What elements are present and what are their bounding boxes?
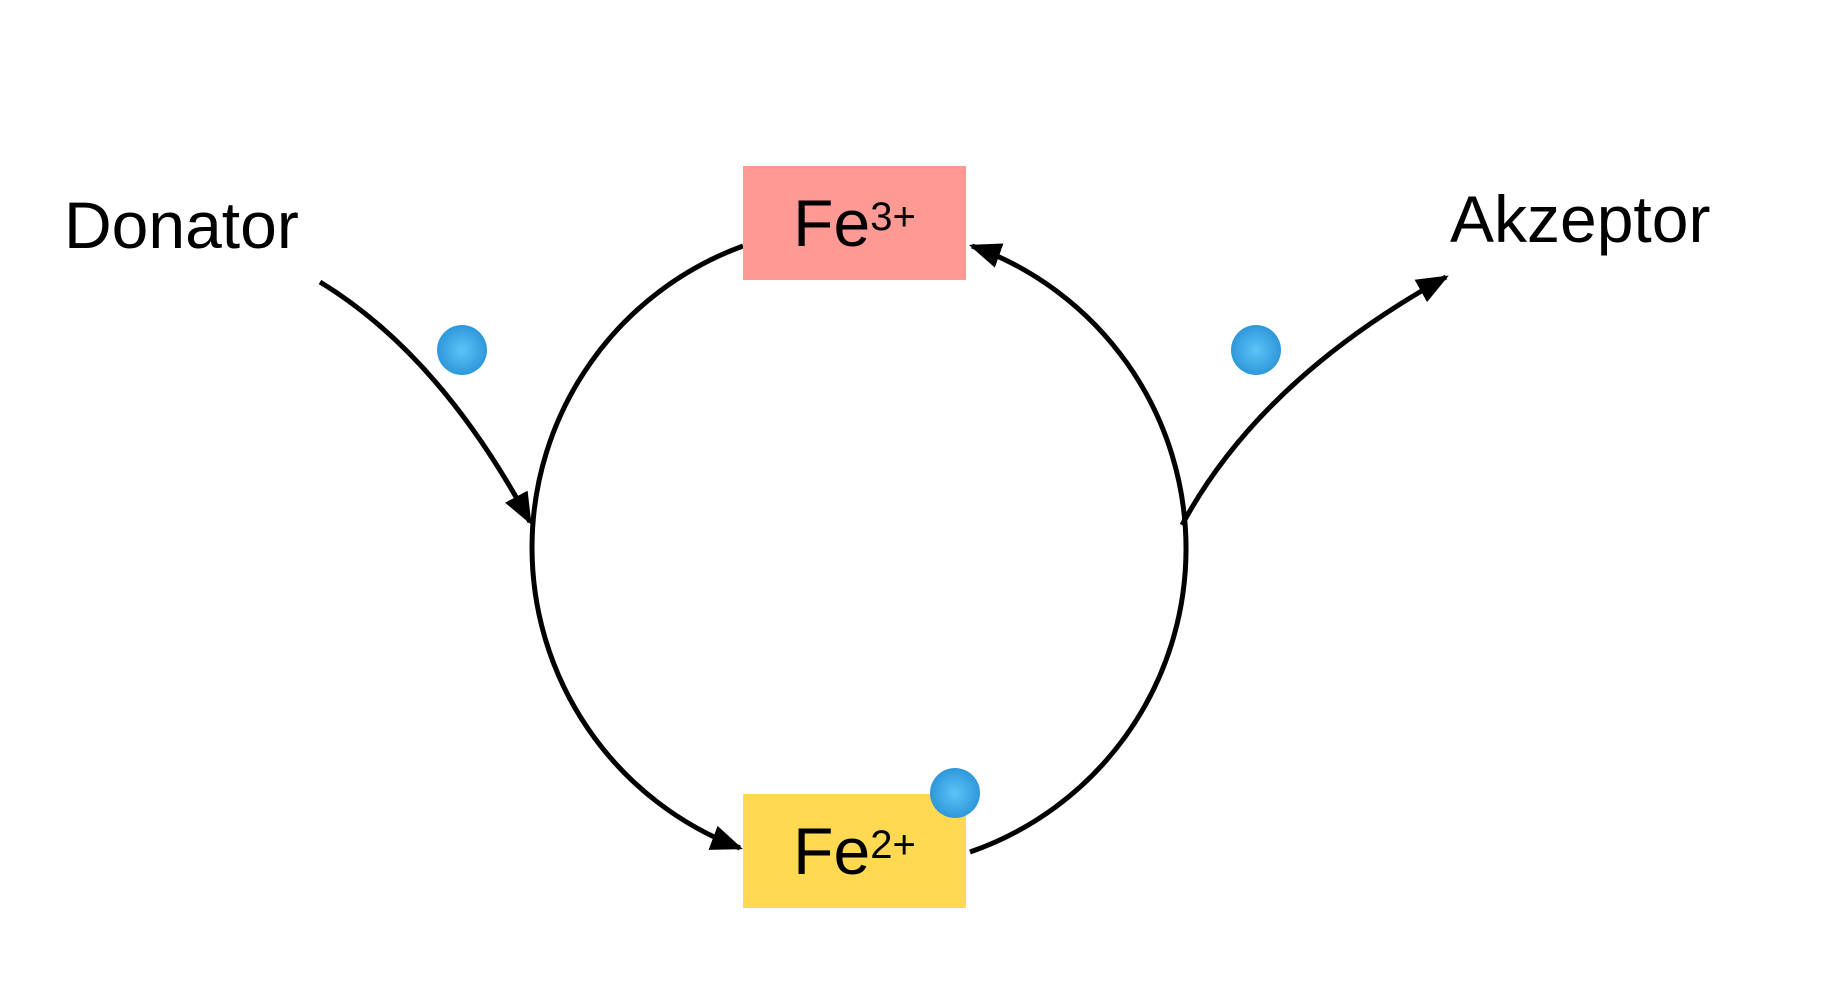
fe3-charge: 3+ (870, 194, 916, 239)
donor-arrow (318, 279, 533, 525)
donor-label: Donator (64, 188, 299, 262)
acceptor-arrow (1179, 274, 1449, 527)
cycle-arc-right-oxidation (968, 243, 1189, 855)
cycle-arc-left-reduction (529, 243, 744, 851)
fe2-symbol: Fe (793, 814, 871, 888)
electron-to-acceptor (1231, 325, 1281, 375)
fe3-symbol: Fe (793, 186, 871, 260)
fe2-charge: 2+ (870, 822, 916, 867)
electron-from-donor (437, 325, 487, 375)
acceptor-label: Akzeptor (1450, 182, 1711, 256)
